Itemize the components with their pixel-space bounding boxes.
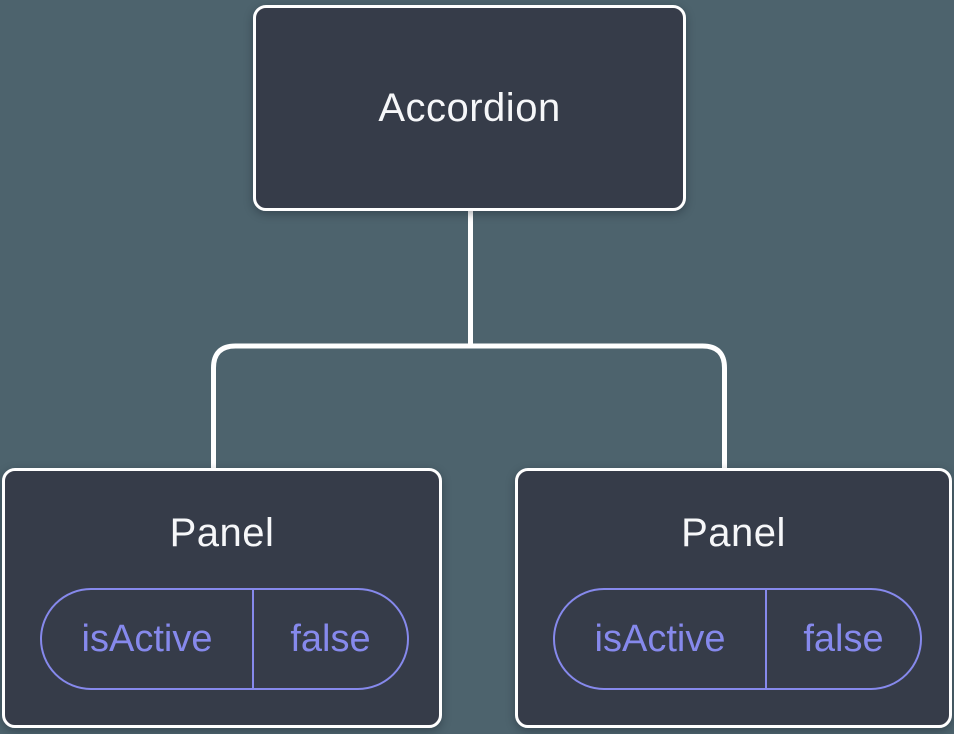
state-key: isActive <box>555 590 767 688</box>
component-node-panel-right: Panel isActive false <box>515 468 952 728</box>
state-value: false <box>803 617 884 660</box>
component-node-label: Panel <box>681 511 786 555</box>
component-node-label: Panel <box>169 511 275 555</box>
component-node-accordion: Accordion <box>253 5 686 211</box>
component-node-panel-left: Panel isActive false <box>2 468 442 728</box>
state-key: isActive <box>42 590 254 688</box>
state-pill: isActive false <box>553 588 922 690</box>
state-pill: isActive false <box>40 588 409 690</box>
component-node-label: Accordion <box>378 85 561 130</box>
state-value: false <box>290 617 371 660</box>
